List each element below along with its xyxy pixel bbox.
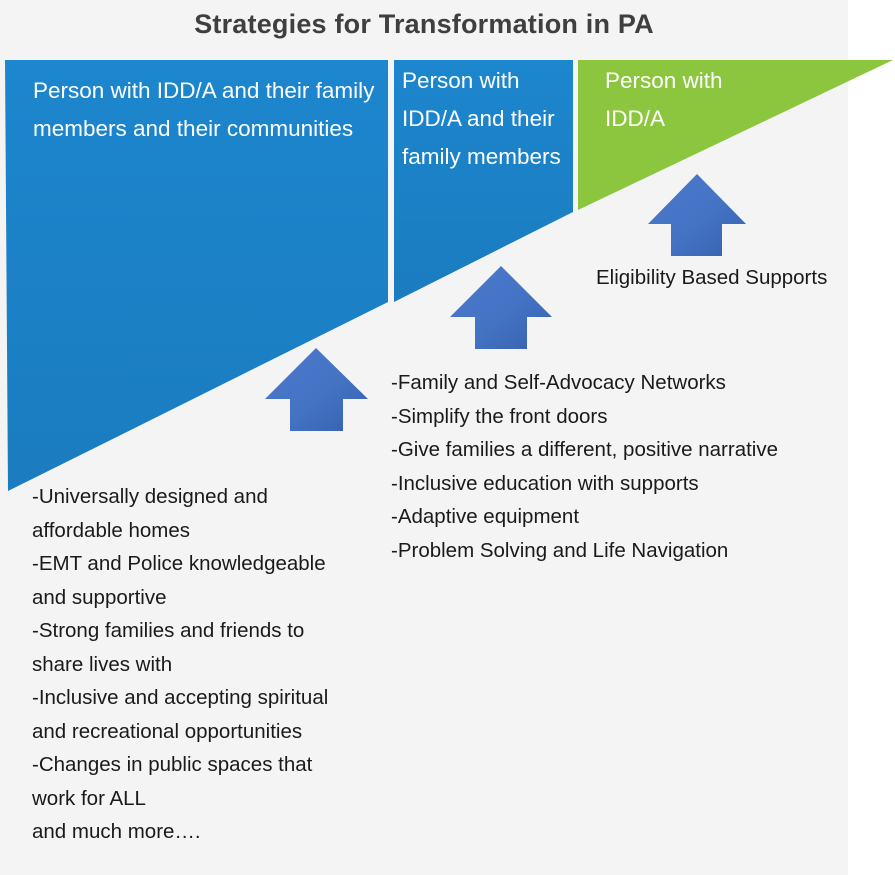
- middle-arrow-icon: [450, 266, 552, 349]
- left-column-list: -Universally designed and affordable hom…: [32, 485, 329, 843]
- block-shape-left: [5, 60, 388, 491]
- right-arrow-icon: [648, 174, 746, 256]
- eligibility-based-supports-caption: Eligibility Based Supports: [596, 266, 828, 289]
- block-label-right: Person with IDD/A: [605, 68, 723, 131]
- block-label-left: Person with IDD/A and their family membe…: [33, 78, 375, 141]
- block-shape-right: [578, 60, 893, 210]
- page-title: Strategies for Transformation in PA: [194, 8, 654, 39]
- middle-column-list: -Family and Self-Advocacy Networks -Simp…: [391, 371, 779, 562]
- block-label-middle: Person with IDD/A and their family membe…: [402, 68, 561, 169]
- left-arrow-icon: [265, 348, 368, 431]
- block-shape-middle: [394, 60, 573, 302]
